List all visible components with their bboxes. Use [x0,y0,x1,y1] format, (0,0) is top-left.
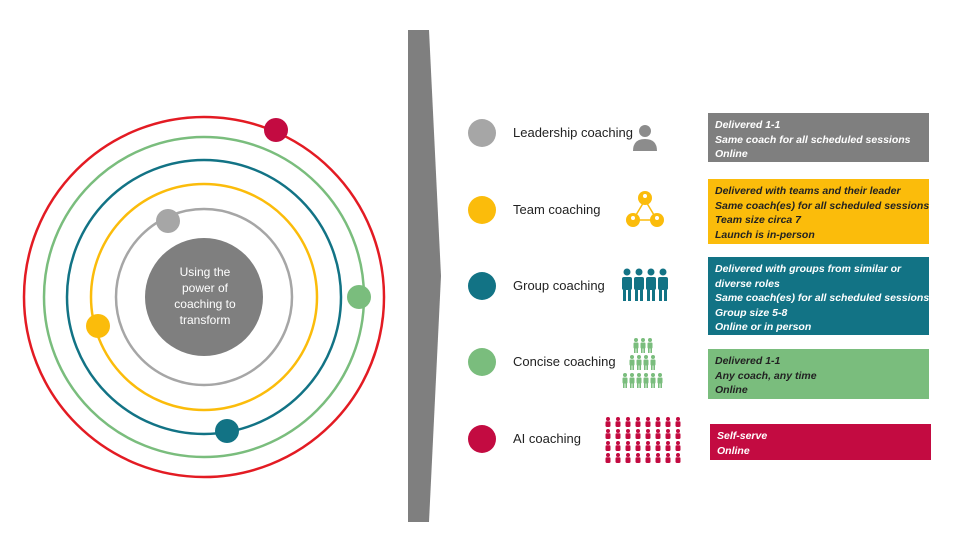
ai-dot [468,425,496,453]
group-details: Delivered with groups from similar or di… [708,257,929,335]
detail-line: Delivered 1-1 [715,119,781,131]
grey-orbit-ring [114,207,294,387]
leadership-details: Delivered 1-1 Same coach for all schedul… [708,113,929,162]
person-icon [633,125,657,151]
detail-line: Same coach(es) for all scheduled session… [715,199,930,212]
concise-details: Delivered 1-1 Any coach, any time Online [708,349,929,399]
detail-line: Same coach for all scheduled sessions [715,133,911,146]
chevron-divider [408,30,441,522]
grey-orbit-dot [156,209,180,233]
detail-line: Self-serve [717,430,768,442]
concise-label: Concise coaching [513,354,616,369]
green-orbit-dot [347,285,371,309]
leadership-label: Leadership coaching [513,125,633,140]
detail-line: Online [717,444,750,457]
detail-line: Online or in person [715,321,812,333]
center-caption: Using the power of coaching to transform [150,264,260,328]
detail-line: Any coach, any time [715,369,817,382]
detail-line: Group size 5-8 [715,306,788,319]
group-label: Group coaching [513,278,605,293]
ai-label: AI coaching [513,431,581,446]
detail-line: Delivered with teams and their leader [715,185,901,197]
detail-line: Delivered with groups from similar or [715,263,902,275]
detail-line: Online [715,148,748,160]
detail-line: Delivered 1-1 [715,355,781,367]
group-people-icon [622,268,668,301]
detail-line: Launch is in-person [715,228,815,241]
group-dot [468,272,496,300]
team-dot [468,196,496,224]
leadership-dot [468,119,496,147]
concise-dot [468,348,496,376]
red-orbit-dot [264,118,288,142]
team-label: Team coaching [513,202,601,217]
crowd-icon [605,417,681,463]
teal-orbit-dot [215,419,239,443]
people-pyramid-icon [622,338,663,388]
center-hub [145,238,263,356]
team-network-icon [626,191,664,227]
teal-orbit-ring [65,158,343,436]
detail-line: Team size circa 7 [715,214,801,226]
center-caption-line: transform [179,313,231,327]
yellow-orbit-dot [86,314,110,338]
center-caption-line: Using the [179,265,231,279]
center-caption-line: coaching to [174,297,236,311]
outer-orbit-ring [22,115,386,479]
team-details: Delivered with teams and their leader Sa… [708,179,929,244]
orbit-diagram [22,115,386,479]
detail-line: diverse roles [715,277,780,290]
ai-details: Self-serve Online [710,424,931,460]
detail-line: Same coach(es) for all scheduled session… [715,292,930,304]
yellow-orbit-ring [89,182,319,412]
center-caption-line: power of [181,281,229,295]
detail-line: Online [715,384,748,396]
